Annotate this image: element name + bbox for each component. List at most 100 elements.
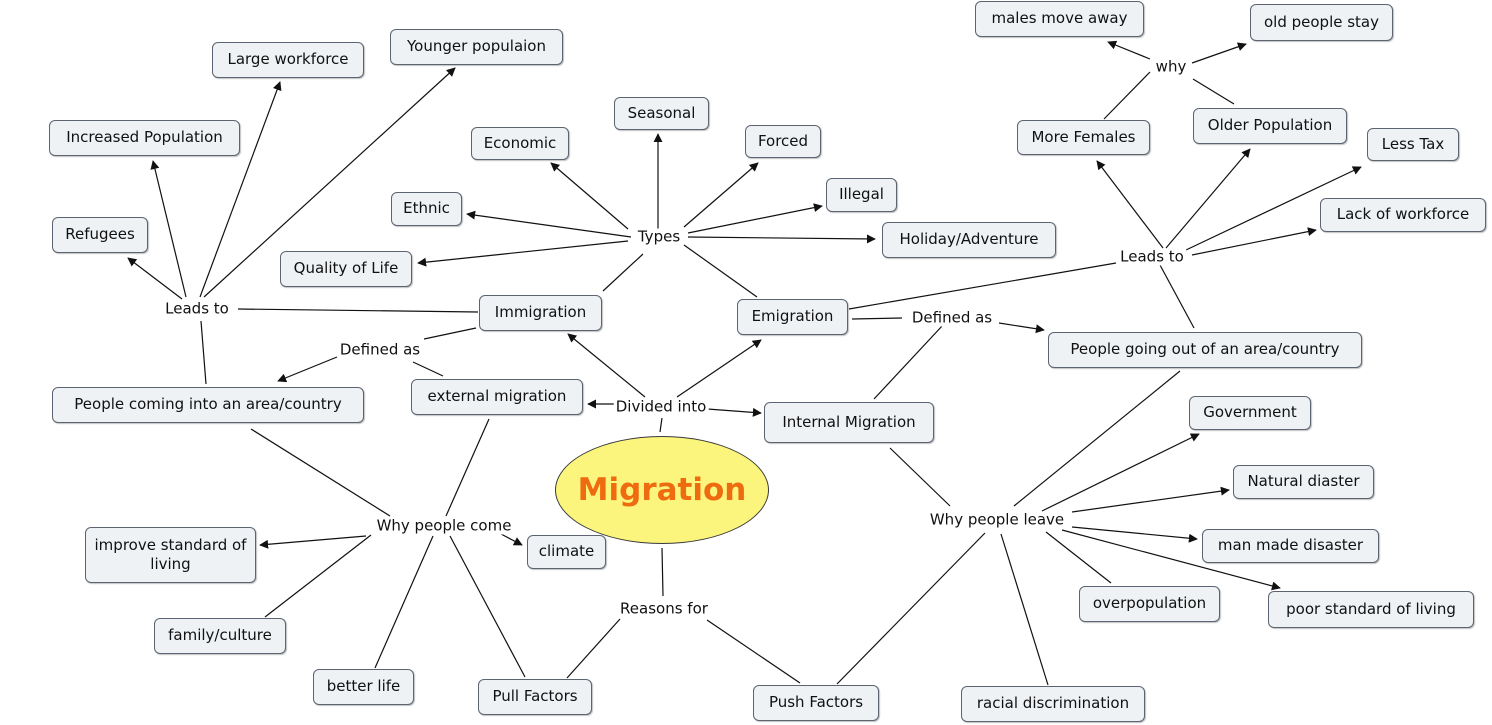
line-connector [374, 535, 434, 669]
link-leads-to-left: Leads to [163, 299, 231, 318]
node-better-life[interactable]: better life [313, 669, 414, 705]
link-leads-to-right: Leads to [1118, 247, 1186, 266]
line-connector [423, 327, 477, 340]
arrow-connector [687, 203, 823, 234]
node-illegal[interactable]: Illegal [826, 178, 897, 212]
link-reasons-for: Reasons for [618, 599, 710, 618]
node-people-going-out[interactable]: People going out of an area/country [1048, 332, 1362, 368]
node-males-move-away[interactable]: males move away [975, 1, 1144, 37]
arrow-connector [1096, 160, 1164, 249]
line-connector [250, 428, 391, 517]
arrow-connector [1191, 42, 1247, 64]
line-connector [1103, 71, 1151, 120]
node-forced[interactable]: Forced [745, 125, 821, 158]
node-increased-population[interactable]: Increased Population [49, 120, 240, 156]
line-connector [836, 532, 986, 685]
node-lack-of-workforce[interactable]: Lack of workforce [1320, 198, 1486, 232]
node-overpopulation[interactable]: overpopulation [1079, 586, 1220, 622]
line-connector [449, 535, 526, 678]
node-large-workforce[interactable]: Large workforce [212, 42, 364, 78]
line-connector [602, 253, 644, 292]
node-natural-disaster[interactable]: Natural diaster [1233, 465, 1374, 499]
arrow-connector [500, 533, 523, 546]
arrow-connector [683, 162, 759, 228]
node-poor-standard-of-living[interactable]: poor standard of living [1268, 591, 1474, 628]
line-connector [848, 262, 1117, 310]
node-immigration[interactable]: Immigration [479, 295, 602, 331]
link-defined-as-right: Defined as [909, 308, 995, 327]
node-ethnic[interactable]: Ethnic [391, 192, 462, 226]
node-older-population[interactable]: Older Population [1193, 108, 1347, 144]
line-connector [889, 447, 951, 507]
line-connector [873, 324, 944, 400]
arrow-connector [1071, 486, 1230, 513]
node-younger-population[interactable]: Younger populaion [390, 29, 563, 65]
arrow-connector [687, 234, 876, 244]
line-connector [566, 618, 621, 679]
arrow-connector [203, 67, 456, 298]
line-connector [412, 361, 444, 377]
line-connector [445, 418, 490, 517]
node-refugees[interactable]: Refugees [52, 217, 148, 253]
node-external-migration[interactable]: external migration [411, 379, 583, 415]
node-man-made-disaster[interactable]: man made disaster [1202, 529, 1379, 563]
node-racial-discrimination[interactable]: racial discrimination [961, 686, 1145, 722]
node-holiday-adventure[interactable]: Holiday/Adventure [882, 222, 1056, 258]
arrow-connector [1185, 166, 1362, 251]
line-connector [1159, 264, 1195, 329]
node-push-factors[interactable]: Push Factors [753, 685, 879, 721]
arrow-connector [127, 257, 183, 300]
arrow-connector [550, 162, 629, 230]
arrow-connector [998, 322, 1045, 334]
line-connector [661, 547, 664, 597]
node-economic[interactable]: Economic [471, 127, 569, 160]
arrow-connector [1071, 526, 1198, 543]
line-connector [1013, 370, 1181, 507]
node-more-females[interactable]: More Females [1017, 120, 1150, 155]
link-defined-as-left: Defined as [337, 340, 423, 359]
arrow-connector [277, 356, 338, 383]
line-connector [1000, 533, 1049, 686]
arrow-connector [1107, 40, 1151, 60]
central-concept-migration[interactable]: Migration [555, 436, 769, 544]
node-government[interactable]: Government [1189, 396, 1311, 430]
link-why: why [1153, 57, 1189, 76]
node-people-coming-in[interactable]: People coming into an area/country [52, 387, 364, 423]
line-connector [1192, 78, 1235, 105]
arrow-connector [1165, 148, 1251, 249]
link-why-people-leave: Why people leave [927, 510, 1067, 529]
node-old-people-stay[interactable]: old people stay [1250, 4, 1393, 41]
node-internal-migration[interactable]: Internal Migration [764, 402, 934, 443]
line-connector [237, 308, 479, 313]
line-connector [200, 320, 207, 385]
line-connector [659, 417, 663, 433]
link-why-people-come: Why people come [374, 516, 514, 535]
arrow-connector [417, 240, 629, 267]
node-seasonal[interactable]: Seasonal [614, 97, 709, 130]
arrow-connector [1041, 433, 1200, 512]
node-climate[interactable]: climate [527, 535, 606, 569]
node-pull-factors[interactable]: Pull Factors [478, 679, 592, 715]
arrow-connector [676, 339, 762, 398]
line-connector [1045, 531, 1112, 584]
arrow-connector [466, 210, 632, 238]
node-emigration[interactable]: Emigration [737, 299, 848, 335]
arrow-connector [1191, 227, 1317, 256]
line-connector [683, 244, 758, 298]
link-divided-into: Divided into [613, 397, 709, 416]
line-connector [264, 534, 372, 618]
arrow-connector [1061, 529, 1281, 591]
node-less-tax[interactable]: Less Tax [1367, 128, 1459, 161]
node-family-culture[interactable]: family/culture [154, 618, 286, 654]
arrow-connector [150, 160, 187, 298]
arrow-connector [567, 333, 646, 398]
arrow-connector [199, 81, 282, 298]
link-types: Types [635, 227, 683, 246]
node-improve-standard-of-living[interactable]: improve standard of living [85, 527, 256, 583]
line-connector [706, 619, 801, 684]
line-connector [851, 317, 903, 320]
node-quality-of-life[interactable]: Quality of Life [280, 251, 412, 287]
arrow-connector [259, 535, 367, 549]
